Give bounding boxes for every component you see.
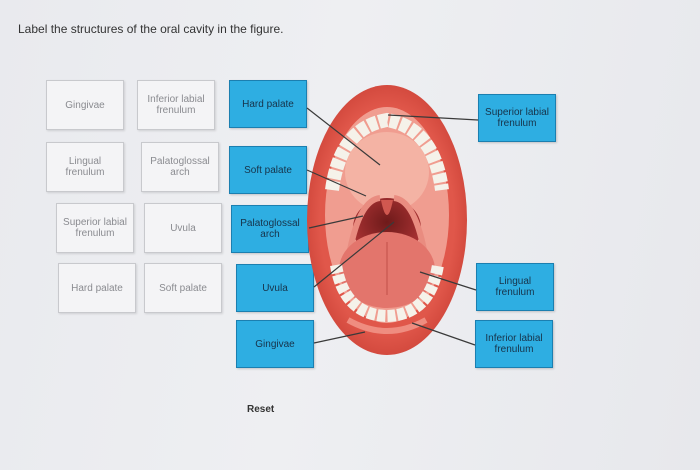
bank-label-gingivae[interactable]: Gingivae — [46, 80, 124, 130]
leader-gingivae — [313, 331, 366, 344]
target-soft-palate[interactable]: Soft palate — [229, 146, 307, 194]
instruction-text: Label the structures of the oral cavity … — [18, 22, 284, 36]
upper-teeth — [325, 112, 449, 192]
leader-palatoglossal-arch — [308, 215, 364, 229]
leader-hard-palate — [306, 107, 381, 166]
target-hard-palate[interactable]: Hard palate — [229, 80, 307, 128]
leader-uvula — [313, 221, 395, 288]
bank-label-inferior-labial-frenulum[interactable]: Inferior labial frenulum — [137, 80, 215, 130]
bank-label-palatoglossal-arch[interactable]: Palatoglossal arch — [141, 142, 219, 192]
bank-label-soft-palate[interactable]: Soft palate — [144, 263, 222, 313]
reset-button[interactable]: Reset — [247, 404, 275, 415]
target-gingivae[interactable]: Gingivae — [236, 320, 314, 368]
target-palatoglossal-arch[interactable]: Palatoglossal arch — [231, 205, 309, 253]
lower-teeth — [330, 263, 444, 323]
bank-label-lingual-frenulum[interactable]: Lingual frenulum — [46, 142, 124, 192]
oral-cavity-figure — [307, 85, 467, 355]
bank-label-uvula[interactable]: Uvula — [144, 203, 222, 253]
palatoglossal-arch-left — [347, 195, 381, 251]
leader-superior-labial-frenulum — [387, 114, 479, 121]
leader-lingual-frenulum — [419, 271, 477, 291]
leader-inferior-labial-frenulum — [411, 322, 476, 346]
target-inferior-labial-frenulum[interactable]: Inferior labial frenulum — [475, 320, 553, 368]
palatoglossal-arch-right — [393, 195, 427, 251]
bank-label-hard-palate[interactable]: Hard palate — [58, 263, 136, 313]
target-lingual-frenulum[interactable]: Lingual frenulum — [476, 263, 554, 311]
lower-gum — [346, 317, 428, 334]
target-uvula[interactable]: Uvula — [236, 264, 314, 312]
target-superior-labial-frenulum[interactable]: Superior labial frenulum — [478, 94, 556, 142]
leader-soft-palate — [306, 169, 367, 197]
hard-palate-shape — [345, 132, 429, 212]
bank-label-superior-labial-frenulum[interactable]: Superior labial frenulum — [56, 203, 134, 253]
uvula-shape — [381, 200, 393, 215]
